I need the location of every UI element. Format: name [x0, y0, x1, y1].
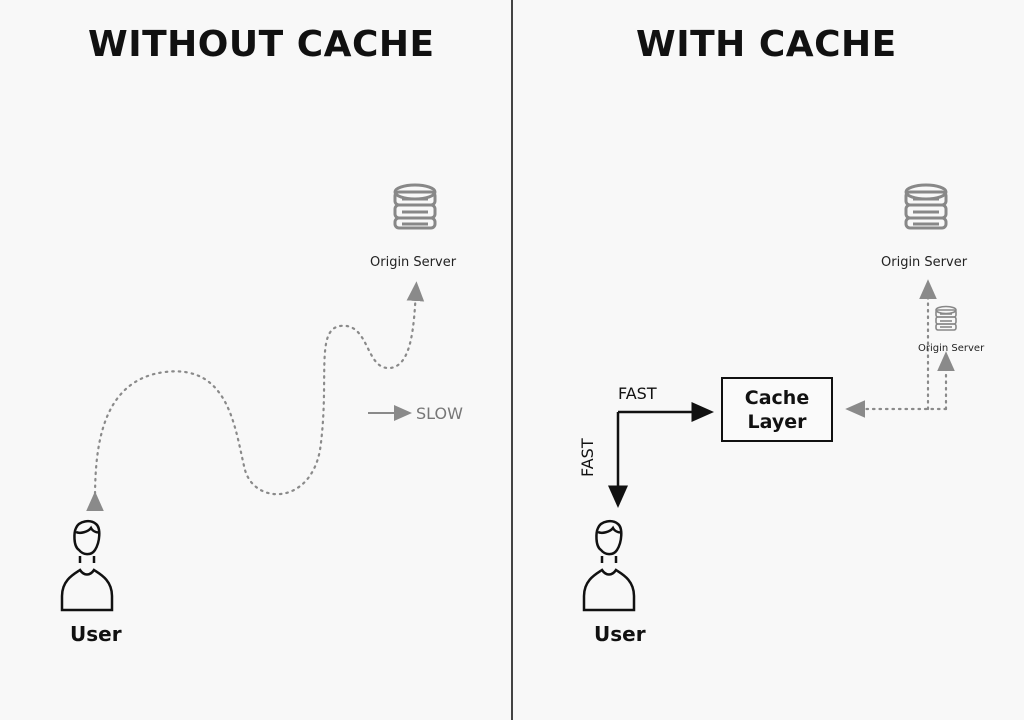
right-user-icon	[582, 519, 636, 612]
left-origin-server-label: Origin Server	[370, 255, 457, 270]
mini-origin-server-label: Origin Server	[918, 343, 985, 354]
slow-label: SLOW	[416, 404, 463, 423]
cache-layer-box: Cache Layer	[721, 377, 833, 442]
panel-divider	[511, 0, 513, 720]
right-origin-server-label: Origin Server	[881, 255, 968, 270]
cache-layer-label: Cache Layer	[744, 386, 810, 433]
left-server-icon	[393, 183, 437, 230]
fast-label-vertical: FAST	[578, 438, 597, 477]
right-user-label: User	[594, 622, 646, 646]
fast-label-horizontal: FAST	[618, 384, 657, 403]
right-server-icon	[904, 183, 948, 230]
left-user-icon	[60, 519, 114, 612]
mini-server-icon	[935, 305, 957, 331]
slow-path	[86, 281, 425, 512]
left-panel-title: WITHOUT CACHE	[88, 24, 435, 65]
right-panel-title: WITH CACHE	[636, 24, 897, 65]
left-user-label: User	[70, 622, 122, 646]
